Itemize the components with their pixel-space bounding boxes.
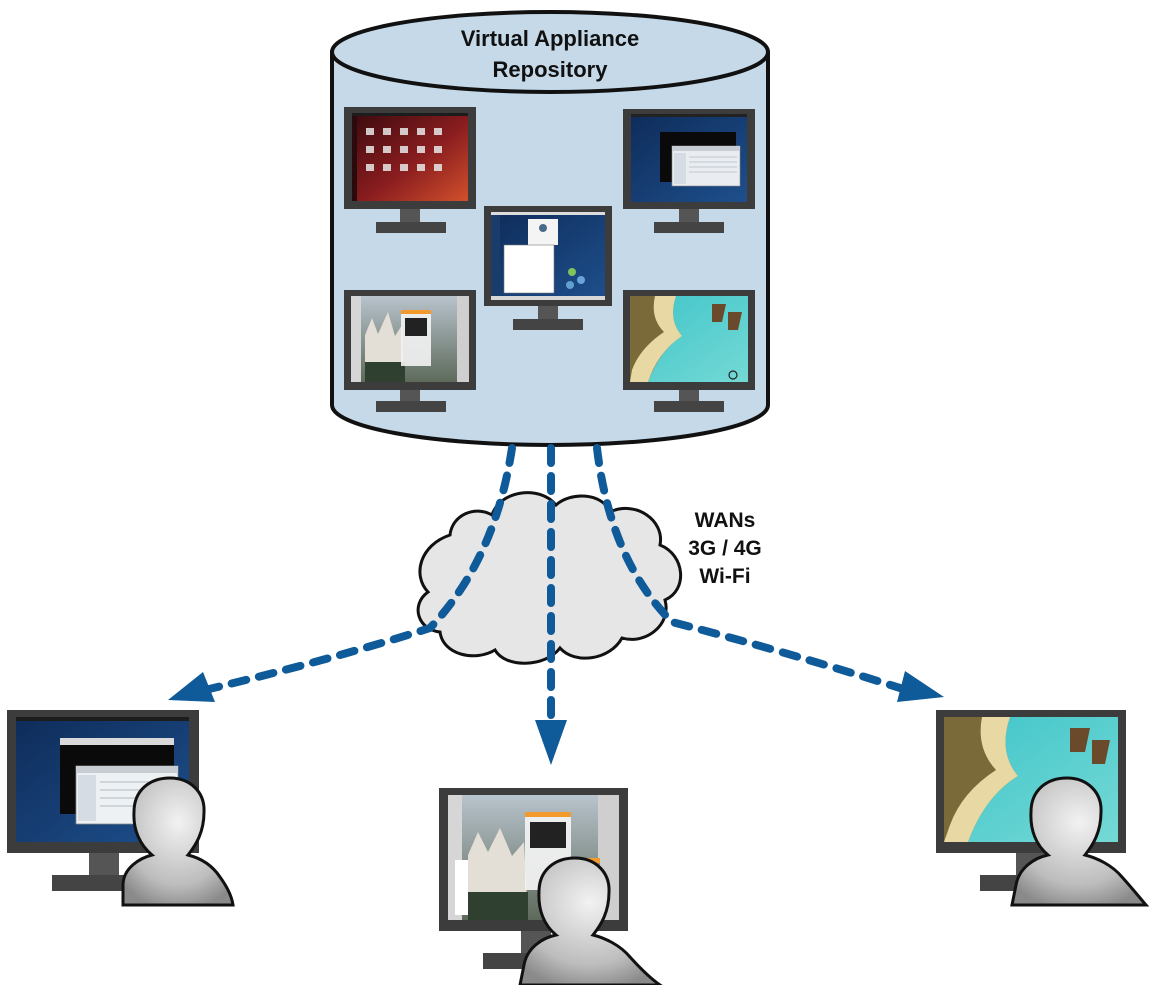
user-icon xyxy=(518,856,663,985)
arrow-to-left-client xyxy=(201,444,516,694)
network-label-wans: WANs xyxy=(695,509,756,532)
monitor-opensuse xyxy=(484,206,612,330)
user-icon xyxy=(121,776,235,907)
repository-title-line2: Repository xyxy=(493,57,609,82)
arrowhead-center xyxy=(535,720,567,765)
network-label-mobile: 3G / 4G xyxy=(688,537,762,560)
monitor-ubuntu xyxy=(344,107,476,233)
arrowhead-left xyxy=(168,672,215,702)
arrowhead-right xyxy=(897,671,944,702)
client-left xyxy=(7,710,235,907)
client-center xyxy=(439,788,663,985)
monitor-gnome xyxy=(623,109,755,233)
monitor-game xyxy=(623,290,755,412)
user-icon xyxy=(1010,776,1150,907)
repository-title-line1: Virtual Appliance xyxy=(461,26,640,51)
connection-arrows xyxy=(201,444,904,719)
monitor-photo-editor xyxy=(344,290,476,412)
arrow-to-right-client xyxy=(593,444,904,692)
network-label-wifi: Wi-Fi xyxy=(699,565,750,588)
client-right xyxy=(936,710,1150,907)
